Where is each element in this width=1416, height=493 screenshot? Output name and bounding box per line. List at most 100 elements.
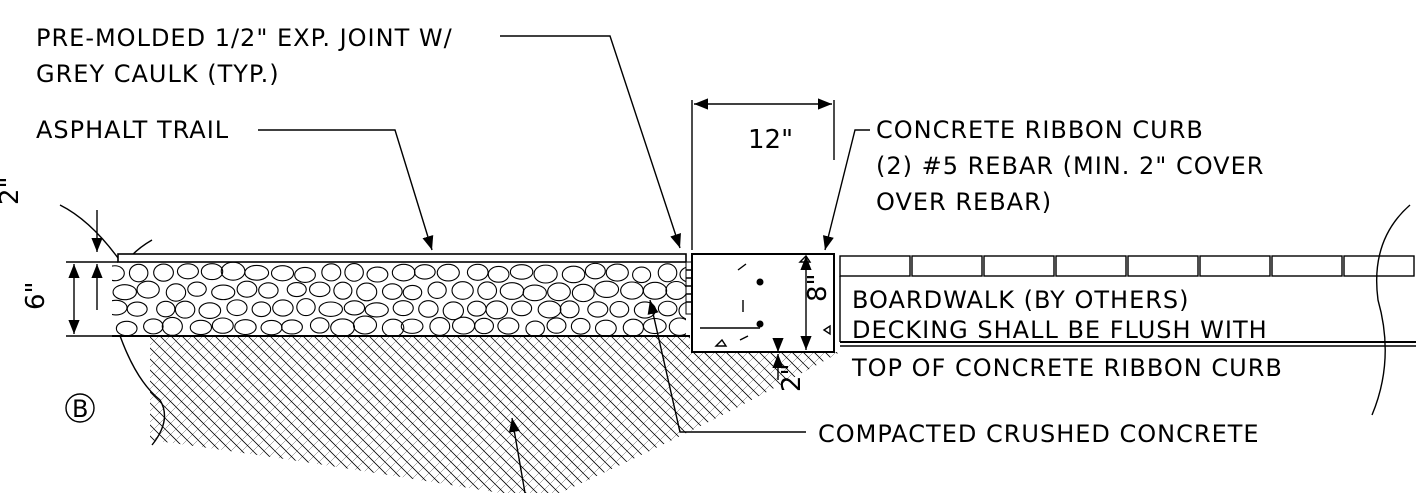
aggregate-stone bbox=[156, 300, 176, 318]
aggregate-stone bbox=[112, 284, 137, 301]
aggregate-stone bbox=[587, 301, 609, 318]
aggregate-stone bbox=[343, 300, 366, 316]
aggregate-stone bbox=[442, 301, 465, 321]
aggregate-stone bbox=[143, 318, 164, 335]
aggregate-stone bbox=[366, 266, 389, 283]
aggregate-stone bbox=[352, 315, 378, 335]
rebar-cover-dimension: 2" bbox=[777, 363, 807, 392]
aggregate-stone bbox=[281, 319, 303, 335]
aggregate-stone bbox=[381, 283, 403, 300]
aggregate-stone bbox=[584, 262, 606, 280]
aggregate-stone bbox=[509, 264, 534, 280]
aggregate-stone bbox=[413, 264, 436, 280]
aggregate-stone bbox=[657, 263, 678, 283]
aggregate-stone bbox=[189, 319, 213, 336]
aggregate-stone bbox=[570, 317, 591, 335]
concrete-ribbon-curb bbox=[691, 253, 835, 353]
boardwalk-note-line3: TOP OF CONCRETE RIBBON CURB bbox=[851, 354, 1283, 382]
aggregate-stone bbox=[272, 299, 294, 317]
aggregate-stone bbox=[187, 281, 207, 297]
subgrade-hatch bbox=[150, 336, 840, 493]
aggregate-stone bbox=[561, 265, 586, 284]
aggregate-stone bbox=[234, 319, 257, 336]
curb-height-dimension: 8" bbox=[803, 273, 833, 302]
aggregate-stone bbox=[594, 319, 617, 336]
base-depth-dimension: 6" bbox=[21, 281, 51, 310]
aggregate-stone bbox=[153, 263, 174, 282]
curb-note-line3: OVER REBAR) bbox=[876, 188, 1052, 216]
crushed-concrete-note: COMPACTED CRUSHED CONCRETE bbox=[818, 420, 1260, 448]
aggregate-stone bbox=[392, 300, 414, 317]
aggregate-stone bbox=[418, 300, 439, 318]
asphalt-depth-dimension: 2" bbox=[0, 176, 25, 205]
aggregate-stone bbox=[318, 301, 343, 317]
left-break-line-upper bbox=[59, 204, 119, 259]
aggregate-stone bbox=[511, 300, 533, 317]
aggregate-stone bbox=[176, 263, 199, 280]
right-break-line bbox=[1371, 204, 1411, 416]
aggregate-stone bbox=[226, 299, 248, 317]
aggregate-stone bbox=[128, 263, 149, 283]
aggregate-stone bbox=[211, 284, 236, 301]
aggregate-stone bbox=[244, 264, 270, 281]
rebar-bottom bbox=[756, 320, 764, 328]
aggregate-stone bbox=[679, 266, 686, 283]
aggregate-stone bbox=[537, 300, 562, 319]
aggregate-stone bbox=[474, 317, 494, 335]
aggregate-stone bbox=[364, 302, 389, 318]
aggregate-stone bbox=[522, 284, 547, 302]
section-marker-label: B bbox=[72, 395, 89, 423]
asphalt-note: ASPHALT TRAIL bbox=[36, 116, 229, 144]
aggregate-stone bbox=[547, 282, 571, 302]
aggregate-stone bbox=[605, 263, 629, 282]
aggregate-stone bbox=[477, 281, 498, 301]
aggregate-stone bbox=[286, 281, 307, 298]
aggregate-stone bbox=[356, 282, 378, 302]
aggregate-stone bbox=[427, 281, 447, 299]
boardwalk-note-line1: BOARDWALK (BY OTHERS) bbox=[852, 286, 1190, 314]
aggregate-stone bbox=[533, 264, 558, 284]
asphalt-layer bbox=[117, 253, 687, 263]
boardwalk-note-line2: DECKING SHALL BE FLUSH WITH bbox=[852, 316, 1268, 344]
aggregate-stone bbox=[451, 281, 474, 300]
aggregate-stone bbox=[136, 280, 160, 299]
rebar-top bbox=[756, 278, 764, 286]
aggregate-stone bbox=[436, 263, 460, 282]
aggregate-stone bbox=[632, 266, 652, 284]
aggregate-stone bbox=[112, 265, 125, 282]
aggregate-stone bbox=[487, 265, 510, 283]
curb-width-dimension: 12" bbox=[748, 125, 793, 155]
aggregate-stone bbox=[381, 318, 405, 336]
aggregate-stone bbox=[309, 317, 330, 334]
aggregate-stone bbox=[642, 281, 668, 300]
aggregate-stone bbox=[236, 280, 258, 298]
aggregate-stone bbox=[678, 301, 686, 320]
aggregate-stone bbox=[294, 266, 316, 283]
aggregate-stone bbox=[198, 302, 222, 319]
aggregate-stone bbox=[251, 301, 272, 318]
aggregate-stone bbox=[571, 283, 595, 303]
aggregate-stone bbox=[308, 281, 331, 298]
aggregate-stone bbox=[333, 281, 353, 300]
aggregate-stone bbox=[270, 265, 295, 282]
aggregate-stone bbox=[296, 298, 316, 317]
aggregate-stone bbox=[344, 262, 364, 282]
aggregate-base bbox=[112, 262, 686, 336]
aggregate-stone bbox=[609, 300, 630, 318]
aggregate-stone bbox=[321, 263, 342, 282]
boardwalk-decking bbox=[839, 255, 1415, 277]
joint-note-line1: PRE-MOLDED 1/2" EXP. JOINT W/ bbox=[36, 24, 453, 52]
aggregate-stone bbox=[126, 301, 148, 317]
aggregate-stone bbox=[665, 280, 686, 301]
aggregate-stone bbox=[211, 317, 234, 334]
joint-note-line2: GREY CAULK (TYP.) bbox=[36, 60, 280, 88]
aggregate-stone bbox=[485, 300, 509, 320]
aggregate-stone bbox=[497, 317, 520, 335]
aggregate-stone bbox=[525, 320, 545, 336]
aggregate-stone bbox=[400, 318, 424, 334]
section-marker bbox=[65, 393, 95, 423]
aggregate-stone bbox=[174, 300, 196, 319]
aggregate-stone bbox=[559, 300, 580, 319]
curb-note-line2: (2) #5 REBAR (MIN. 2" COVER bbox=[876, 152, 1264, 180]
